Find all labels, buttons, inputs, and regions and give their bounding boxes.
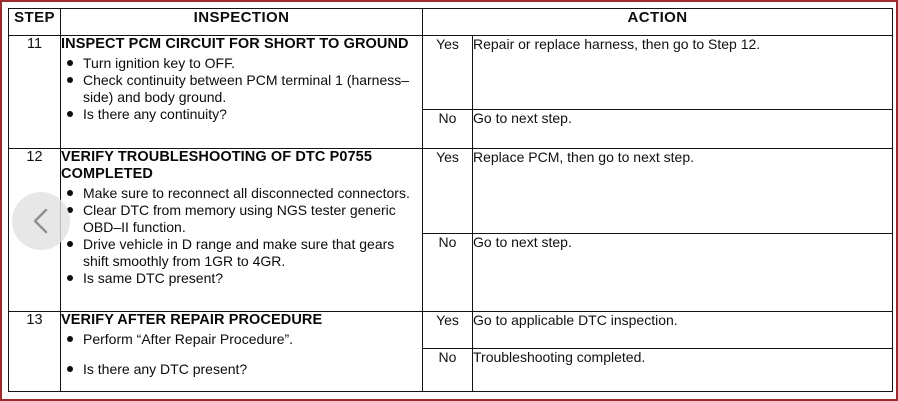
bullet-icon bbox=[67, 76, 73, 83]
inspection-bullet-list: Make sure to reconnect all disconnected … bbox=[61, 185, 422, 287]
bullet-icon bbox=[67, 275, 73, 282]
inspection-bullet: Clear DTC from memory using NGS tester g… bbox=[63, 202, 422, 236]
result-action-cell: Go to next step. bbox=[472, 108, 893, 149]
bullet-icon bbox=[67, 365, 73, 372]
result-answer-cell: No bbox=[422, 347, 473, 393]
inspection-bullet-text: Drive vehicle in D range and make sure t… bbox=[83, 236, 395, 270]
bullet-icon bbox=[67, 206, 73, 213]
bullet-icon bbox=[67, 189, 73, 196]
bullet-icon bbox=[67, 241, 73, 248]
inspection-title: INSPECT PCM CIRCUIT FOR SHORT TO GROUND bbox=[61, 36, 409, 52]
result-answer-cell: Yes bbox=[422, 147, 473, 235]
header-step: STEP bbox=[8, 8, 61, 36]
bullet-icon bbox=[67, 59, 73, 66]
result-answer-cell: No bbox=[422, 108, 473, 149]
header-inspection: INSPECTION bbox=[60, 8, 423, 36]
inspection-bullet-text: Is same DTC present? bbox=[83, 270, 224, 287]
inspection-cell: VERIFY TROUBLESHOOTING OF DTC P0755 COMP… bbox=[60, 147, 423, 313]
result-action-cell: Repair or replace harness, then go to St… bbox=[472, 35, 893, 110]
inspection-title: VERIFY AFTER REPAIR PROCEDURE bbox=[61, 312, 323, 329]
inspection-bullet-text: Make sure to reconnect all disconnected … bbox=[83, 184, 410, 201]
inspection-bullet: Is there any DTC present? bbox=[63, 361, 422, 378]
result-action-cell: Replace PCM, then go to next step. bbox=[472, 147, 893, 235]
inspection-bullet: Is there any continuity? bbox=[63, 106, 422, 123]
step-number-cell: 11 bbox=[8, 35, 61, 149]
previous-page-button[interactable] bbox=[12, 192, 70, 250]
inspection-bullet-list: Perform “After Repair Procedure”. Is ther… bbox=[61, 331, 422, 378]
result-answer-cell: No bbox=[422, 233, 473, 313]
inspection-bullet: Is same DTC present? bbox=[63, 270, 422, 287]
table-header-row: STEP INSPECTION ACTION bbox=[8, 8, 893, 36]
result-action-cell: Go to applicable DTC inspection. bbox=[472, 311, 893, 349]
inspection-bullet-text: Perform “After Repair Procedure”. bbox=[83, 330, 294, 347]
result-action-cell: Go to next step. bbox=[472, 233, 893, 313]
result-answer-cell: Yes bbox=[422, 35, 473, 110]
inspection-bullet: Drive vehicle in D range and make sure t… bbox=[63, 236, 422, 270]
inspection-bullet-text: Check continuity between PCM terminal 1 … bbox=[83, 71, 410, 105]
bullet-icon bbox=[67, 110, 73, 117]
result-answer-cell: Yes bbox=[422, 311, 473, 349]
inspection-bullet: Check continuity between PCM terminal 1 … bbox=[63, 72, 422, 106]
inspection-title: VERIFY TROUBLESHOOTING OF DTC P0755 COMP… bbox=[61, 148, 373, 183]
inspection-bullet-text: Clear DTC from memory using NGS tester g… bbox=[83, 201, 396, 236]
inspection-bullet: Turn ignition key to OFF. bbox=[63, 55, 422, 72]
bullet-icon bbox=[67, 335, 73, 342]
result-action-cell: Troubleshooting completed. bbox=[472, 347, 893, 393]
inspection-cell: INSPECT PCM CIRCUIT FOR SHORT TO GROUND T… bbox=[60, 35, 423, 149]
inspection-bullet: Perform “After Repair Procedure”. bbox=[63, 331, 422, 348]
inspection-bullet: Make sure to reconnect all disconnected … bbox=[63, 185, 422, 202]
inspection-bullet-text: Is there any DTC present? bbox=[83, 360, 248, 377]
header-action: ACTION bbox=[422, 8, 893, 36]
inspection-bullet-text: Is there any continuity? bbox=[83, 105, 227, 122]
inspection-bullet-list: Turn ignition key to OFF.Check continuit… bbox=[61, 55, 422, 123]
chevron-left-icon bbox=[30, 206, 52, 236]
step-number-cell: 13 bbox=[8, 311, 61, 392]
inspection-bullet-text: Turn ignition key to OFF. bbox=[83, 54, 235, 71]
